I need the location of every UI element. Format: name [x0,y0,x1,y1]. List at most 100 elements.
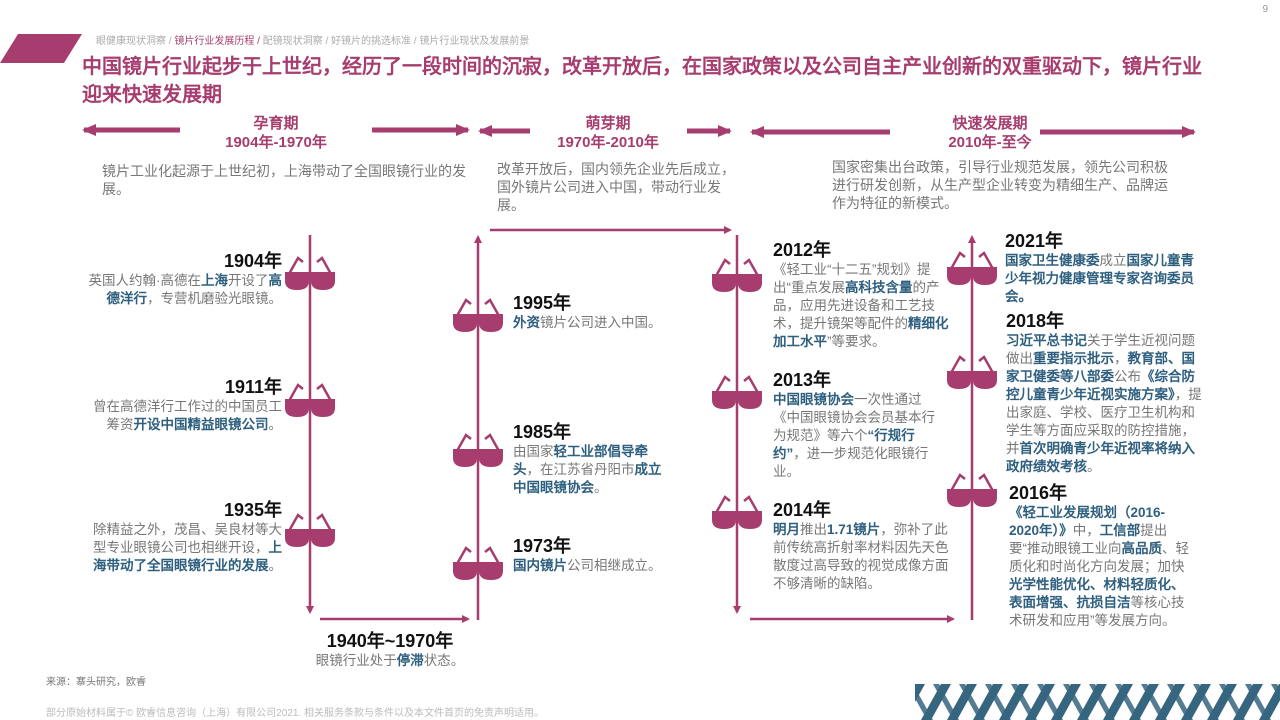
highlight-text: 首次明确青少年近视率将纳入政府绩效考核 [1006,441,1195,474]
page-title: 中国镜片行业起步于上世纪，经历了一段时间的沉寂，改革开放后，在国家政策以及公司自… [82,56,1202,106]
body-text: 。 [1087,459,1101,474]
highlight-text: 国家儿童青少年视力健康管理专家咨询委员会。 [1005,253,1194,304]
event-1911: 1911年曾在高德洋行工作过的中国员工筹资开设中国精益眼镜公司。 [80,376,282,434]
event-1904: 1904年英国人约翰·高德在上海开设了高德洋行，专营机磨验光眼镜。 [80,250,283,308]
glasses-icon [712,256,762,297]
phase-name: 萌芽期 [585,115,631,132]
highlight-text: “行规行约” [773,428,915,461]
breadcrumb-item[interactable]: 眼健康现状洞察 / [96,36,172,47]
highlight-text: 《轻工业发展规划（2016-2020年）》 [1009,505,1166,538]
phase-years: 1970年-2010年 [557,134,659,151]
event-year: 1985年 [513,422,572,442]
highlight-text: 精细化加工水平 [773,316,949,349]
source-note: 来源：寨头研究，欧睿 [46,677,146,688]
body-text: ，专营机磨验光眼镜。 [147,291,282,306]
body-text: 、轻质化和时尚化方向发展；加快 [1009,541,1189,574]
body-text: ，在江苏省丹阳市 [526,462,635,477]
phase-header-sprouting: 萌芽期 1970年-2010年 [508,114,708,152]
glasses-icon [285,381,335,422]
event-2014: 2014年明月推出1.71镜片，弥补了此前传统高折射率材料因先天色散度过高导致的… [773,499,953,593]
event-2016: 2016年《轻工业发展规划（2016-2020年）》中，工信部提出要“推动眼镜工… [1009,482,1194,630]
event-description: 国内镜片公司相继成立。 [513,557,713,575]
highlight-text: 高品质 [1121,541,1163,556]
glasses-icon [947,249,997,290]
decorative-pattern [915,684,1280,720]
event-year: 1911年 [224,377,282,397]
glasses-icon [947,471,997,512]
body-text: ，提出家庭、学校、医疗卫生机构和学生等方面应采取的防控措施，并 [1006,387,1202,456]
highlight-text: 重要指示批示 [1033,351,1114,366]
event-description: 英国人约翰·高德在上海开设了高德洋行，专营机磨验光眼镜。 [80,272,283,308]
event-year: 1973年 [513,536,572,556]
event-description: 《轻工业“十二五”规划》提出“重点发展高科技含量的产品，应用先进设备和工艺技术，… [773,261,951,351]
highlight-text: 上海带动了全国眼镜行业的发展 [93,540,282,573]
event-year: 2021年 [1005,231,1064,251]
phase-name: 快速发展期 [952,115,1028,132]
glasses-icon [453,431,503,472]
event-year: 1995年 [513,293,572,313]
body-text: 曾在高德洋行工作过的中国员工筹资 [93,399,282,432]
breadcrumb-item[interactable]: 配镜现状洞察 / [262,36,329,47]
highlight-text: 教育部、国家卫健委等八部委 [1006,351,1195,384]
breadcrumb-item[interactable]: 好镜片的挑选标准 / [331,36,417,47]
body-text: 提出要“推动眼镜工业向 [1009,523,1168,556]
body-text: ”等要求。 [827,334,886,349]
event-description: 外资镜片公司进入中国。 [513,314,713,332]
glasses-icon [453,296,503,337]
event-description: 除精益之外，茂昌、吴良材等大型专业眼镜公司也相继开设，上海带动了全国眼镜行业的发… [80,521,282,575]
event-description: 《轻工业发展规划（2016-2020年）》中，工信部提出要“推动眼镜工业向高品质… [1009,504,1194,630]
event-description: 由国家轻工业部倡导牵头，在江苏省丹阳市成立中国眼镜协会。 [513,443,673,497]
event-year: 2014年 [773,500,832,520]
body-text: 等核心技术研发和应用”等发展方向。 [1009,595,1185,628]
highlight-text: 《综合防控儿童青少年近视实施方案》 [1006,369,1195,402]
event-year: 1935年 [223,500,282,520]
highlight-text: 高科技含量 [845,280,913,295]
glasses-icon [285,254,335,295]
highlight-text: 明月 [773,522,800,537]
event-year: 1904年 [223,251,282,271]
phase-description: 改革开放后，国内领先企业先后成立，国外镜片公司进入中国，带动行业发展。 [497,161,735,213]
event-1995: 1995年外资镜片公司进入中国。 [513,292,713,332]
highlight-text: 上海 [201,273,228,288]
glasses-icon [453,544,503,585]
highlight-text: 光学性能优化、材料轻质化、表面增强、抗损自洁 [1009,577,1185,610]
phase-name: 孕育期 [253,115,299,132]
phase-arrows [82,124,1196,138]
body-text: 。 [268,417,283,432]
body-text: ，弥补了此前传统高折射率材料因先天色散度过高导致的视觉成像方面不够清晰的缺陷。 [773,522,949,591]
highlight-text: 国家卫生健康委 [1005,253,1100,268]
body-text: 中， [1072,523,1100,538]
glasses-icon [947,353,997,394]
body-text: 开设了 [228,273,269,288]
event-2018: 2018年习近平总书记关于学生近视问题做出重要指示批示，教育部、国家卫健委等八部… [1006,310,1206,476]
event-2012: 2012年《轻工业“十二五”规划》提出“重点发展高科技含量的产品，应用先进设备和… [773,239,951,351]
body-text: 公布 [1114,369,1141,384]
highlight-text: 工信部 [1099,523,1141,538]
event-year: 2013年 [773,370,832,390]
highlight-text: 高德洋行 [106,273,283,306]
body-text: 。 [594,480,608,495]
body-text: 关于学生近视问题做出 [1006,333,1195,366]
breadcrumb-item-active[interactable]: 镜片行业发展历程 / [174,36,260,47]
highlight-text: 外资 [513,315,540,330]
breadcrumb-item[interactable]: 镜片行业现状及发展前景 [419,36,530,47]
body-text: 一次性通过《中国眼镜协会会员基本行为规范》等六个 [773,392,935,443]
body-text: 英国人约翰·高德在 [88,273,202,288]
phase-description: 镜片工业化起源于上世纪初，上海带动了全国眼镜行业的发展。 [102,163,466,197]
phase-description: 国家密集出台政策，引导行业规范发展，领先公司积极进行研发创新，从生产型企业转变为… [832,159,1168,211]
body-text: 。 [268,558,283,573]
body-text: 推出 [800,522,827,537]
event-year: 1940年~1970年 [326,631,454,651]
body-text: 眼镜行业处于 [315,653,397,668]
event-1985: 1985年由国家轻工业部倡导牵头，在江苏省丹阳市成立中国眼镜协会。 [513,421,673,497]
event-year: 2018年 [1006,311,1065,331]
body-text: 状态。 [423,653,465,668]
body-text: 的产品，应用先进设备和工艺技术，提升镜架等配件的 [773,280,940,331]
event-1940-1970: 1940年~1970年眼镜行业处于停滞状态。 [300,630,480,670]
glasses-icon [285,511,335,552]
body-text: 成立 [1099,253,1127,268]
footer-disclaimer: 部分原始材料属于© 欧睿信息咨询（上海）有限公司2021. 相关服务条款与条件以… [46,708,544,719]
body-text: ，进一步规范化眼镜行业。 [773,446,929,479]
glasses-icon [712,373,762,414]
